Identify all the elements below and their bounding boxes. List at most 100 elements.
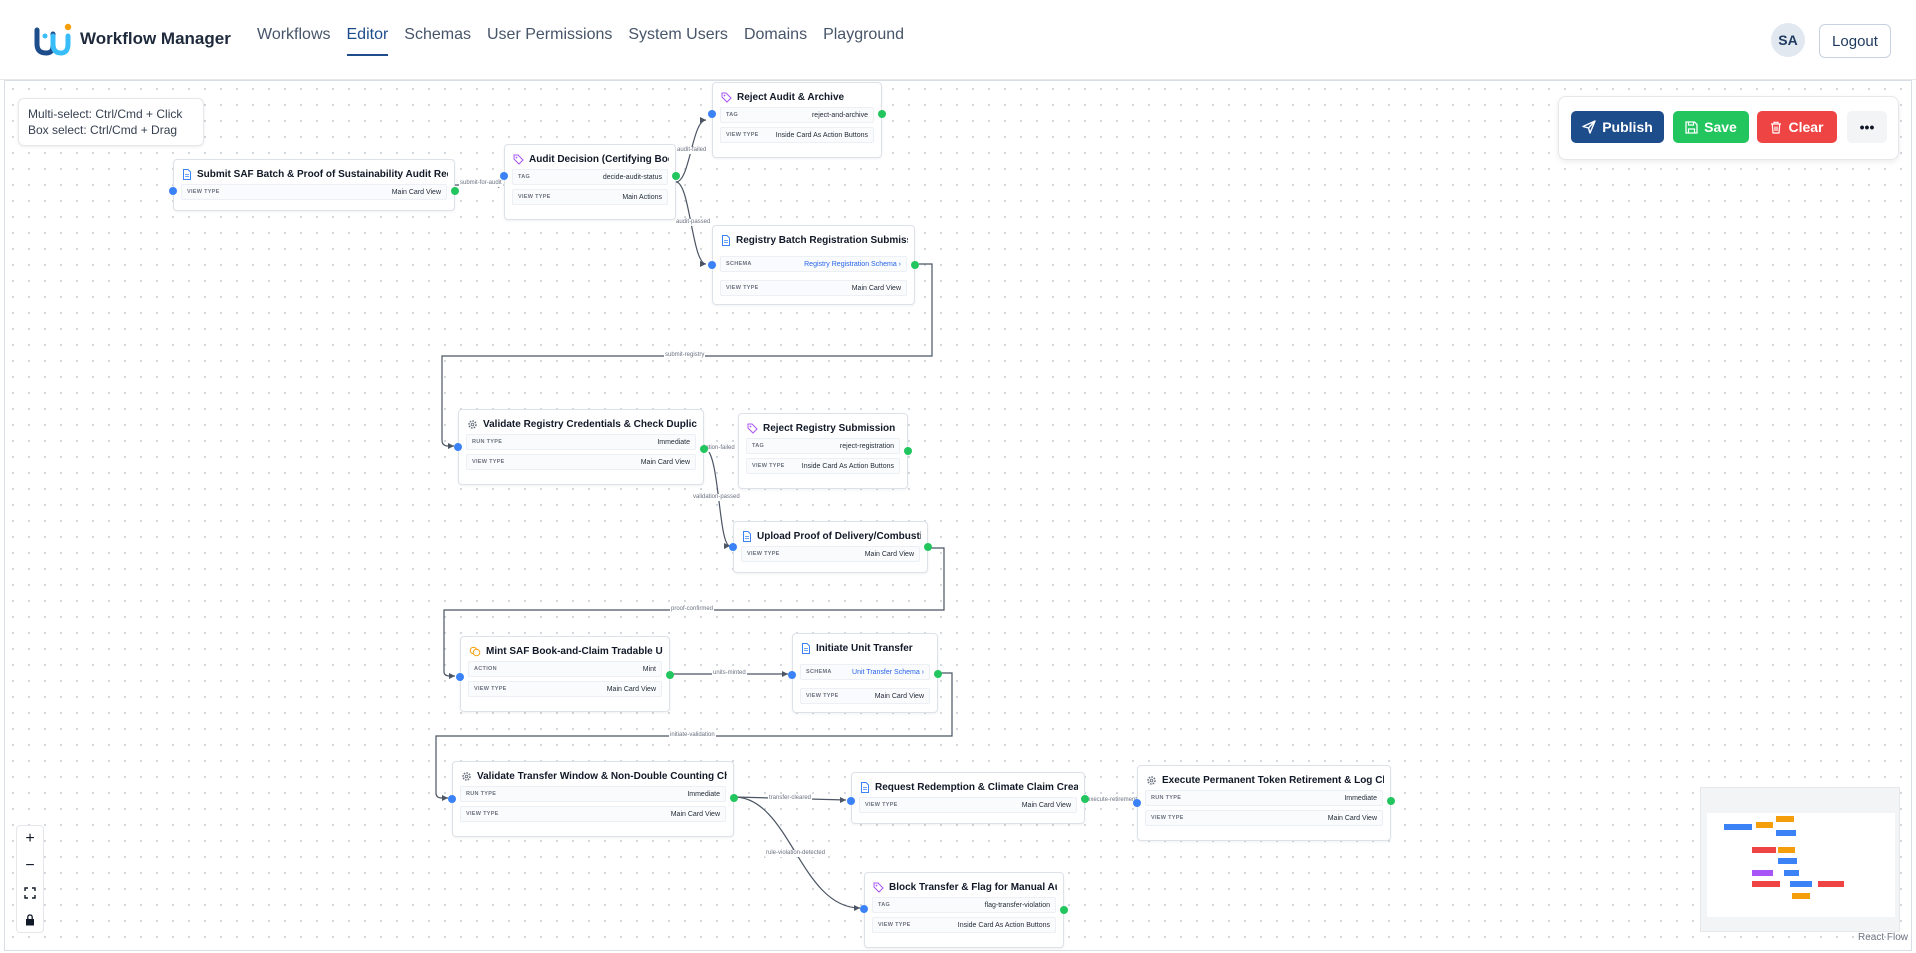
more-options-button[interactable]: ••• (1847, 111, 1887, 143)
output-handle[interactable] (666, 671, 674, 679)
input-handle[interactable] (729, 543, 737, 551)
node-title: Validate Registry Credentials & Check Du… (483, 418, 697, 430)
minimap-node (1776, 816, 1794, 822)
avatar[interactable]: SA (1771, 23, 1805, 57)
editor-toolbar: Publish Save Clear ••• (1558, 96, 1899, 160)
tag-icon (513, 154, 524, 165)
input-handle[interactable] (454, 443, 462, 451)
workflow-node[interactable]: Submit SAF Batch & Proof of Sustainabili… (169, 159, 459, 211)
brand[interactable]: Workflow Manager (34, 22, 231, 56)
nav-schemas[interactable]: Schemas (404, 26, 471, 43)
selection-hint: Multi-select: Ctrl/Cmd + Click Box selec… (18, 98, 204, 146)
save-button[interactable]: Save (1673, 111, 1749, 143)
node-title: Reject Audit & Archive (737, 91, 845, 103)
document-icon (743, 530, 751, 542)
nav-domains[interactable]: Domains (743, 26, 808, 43)
send-icon (1582, 120, 1596, 134)
minimap-viewport (1707, 813, 1895, 917)
lock-icon (26, 914, 34, 926)
lock-button[interactable] (17, 907, 43, 933)
edge-label: units-minted (712, 670, 747, 677)
node-title: Submit SAF Batch & Proof of Sustainabili… (197, 168, 448, 180)
output-handle[interactable] (1387, 797, 1395, 805)
tag-icon (721, 92, 732, 103)
edge-label: submit-for-audit (459, 180, 503, 187)
output-handle[interactable] (924, 543, 932, 551)
fit-view-button[interactable] (17, 880, 43, 906)
node-title: Request Redemption & Climate Claim Creat… (875, 781, 1078, 793)
publish-button[interactable]: Publish (1571, 111, 1664, 143)
minimap-node (1752, 870, 1773, 876)
node-title: Mint SAF Book-and-Claim Tradable Units (486, 645, 663, 657)
minimap-node (1784, 870, 1799, 876)
tag-icon (873, 882, 884, 893)
react-flow-attribution[interactable]: React Flow (1858, 932, 1909, 943)
input-handle[interactable] (847, 797, 855, 805)
zoom-in-button[interactable]: + (25, 830, 35, 847)
hint-box-select: Box select: Ctrl/Cmd + Drag (28, 123, 178, 137)
output-handle[interactable] (730, 794, 738, 802)
minimap-node (1778, 847, 1795, 853)
edge-label: audit-failed (676, 147, 708, 154)
output-handle[interactable] (700, 445, 708, 453)
input-handle[interactable] (1133, 799, 1141, 807)
coins-icon (469, 646, 481, 656)
gear-icon (468, 419, 477, 429)
workflow-node[interactable]: Validate Transfer Window & Non-Double Co… (448, 761, 738, 837)
output-handle[interactable] (672, 172, 680, 180)
input-handle[interactable] (456, 673, 464, 681)
nav-system-users[interactable]: System Users (628, 26, 728, 43)
minimap[interactable] (1700, 787, 1900, 932)
nav-workflows[interactable]: Workflows (257, 26, 331, 43)
workflow-node[interactable]: Validate Registry Credentials & Check Du… (454, 409, 708, 485)
output-handle[interactable] (1081, 795, 1089, 803)
workflow-node[interactable]: Upload Proof of Delivery/Combustion VIEW… (729, 521, 932, 573)
workflow-node[interactable]: Mint SAF Book-and-Claim Tradable Units A… (456, 636, 674, 712)
gear-icon (1147, 775, 1156, 785)
logout-button[interactable]: Logout (1819, 24, 1891, 58)
nav-editor[interactable]: Editor (346, 26, 389, 56)
input-handle[interactable] (788, 671, 796, 679)
output-handle[interactable] (878, 110, 886, 118)
document-icon (183, 168, 191, 180)
input-handle[interactable] (860, 905, 868, 913)
input-handle[interactable] (708, 261, 716, 269)
edge-label: rule-violation-detected (765, 850, 827, 857)
workflow-node[interactable]: Execute Permanent Token Retirement & Log… (1133, 765, 1395, 841)
gear-icon (462, 771, 471, 781)
output-handle[interactable] (911, 261, 919, 269)
input-handle[interactable] (169, 187, 177, 195)
clear-button[interactable]: Clear (1757, 111, 1837, 143)
nav-user-permissions[interactable]: User Permissions (487, 26, 613, 43)
nav-playground[interactable]: Playground (823, 26, 905, 43)
input-handle[interactable] (708, 110, 716, 118)
hint-multi-select: Multi-select: Ctrl/Cmd + Click (28, 107, 183, 121)
brand-name: Workflow Manager (80, 29, 231, 48)
zoom-controls: + − (16, 825, 44, 933)
output-handle[interactable] (1060, 906, 1068, 914)
output-handle[interactable] (934, 670, 942, 678)
workflow-node[interactable]: Block Transfer & Flag for Manual Audit T… (860, 872, 1068, 948)
input-handle[interactable] (500, 172, 508, 180)
workflow-node[interactable]: Request Redemption & Climate Claim Creat… (847, 772, 1089, 824)
zoom-out-button[interactable]: − (25, 857, 35, 874)
output-handle[interactable] (451, 187, 459, 195)
output-handle[interactable] (904, 447, 912, 455)
workflow-node[interactable]: Registry Batch Registration Submission S… (708, 225, 919, 305)
input-handle[interactable] (448, 795, 456, 803)
